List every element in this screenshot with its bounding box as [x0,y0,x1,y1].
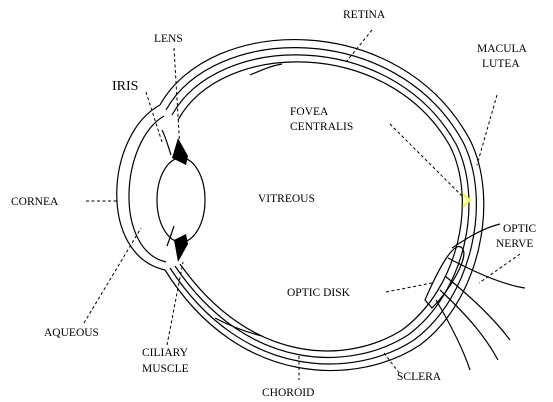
label-sclera: SCLERA [397,371,442,383]
ciliary-body-lower [174,234,188,262]
label-fovea-2: CENTRALIS [290,121,353,133]
leader-optic-disk [386,283,432,292]
label-optic-disk: OPTIC DISK [287,287,351,299]
label-ciliary-1: CILIARY [142,347,189,359]
leader-fovea [390,124,464,198]
sclera-inner [166,48,476,364]
lens-shape [157,158,205,242]
cornea-inner [129,116,166,262]
choroid-layer [172,55,469,358]
label-lens: LENS [154,33,183,45]
leader-macula [477,95,497,165]
nerve-fiber-3 [440,290,498,360]
leader-lens [174,48,180,150]
iris-upper [162,130,171,155]
label-macula-1: MACULA [477,43,528,55]
leader-optic-nerve [479,254,520,283]
label-ciliary-2: MUSCLE [142,363,189,375]
label-choroid: CHOROID [262,387,314,399]
leader-aqueous [84,228,141,323]
label-cornea: CORNEA [11,196,59,208]
label-vitreous: VITREOUS [258,193,315,205]
eyeball [160,40,484,371]
leader-lines [84,30,520,380]
label-aqueous: AQUEOUS [44,327,99,339]
leader-iris [146,92,162,142]
retina-fold-top [250,64,282,75]
label-fovea-1: FOVEA [290,106,329,118]
label-optic-nerve-2: NERVE [496,238,533,250]
label-iris: IRIS [112,79,138,94]
label-optic-nerve-1: OPTIC [503,223,537,235]
label-macula-2: LUTEA [482,58,520,70]
nerve-fiber-4 [436,300,470,370]
label-retina: RETINA [343,9,386,21]
